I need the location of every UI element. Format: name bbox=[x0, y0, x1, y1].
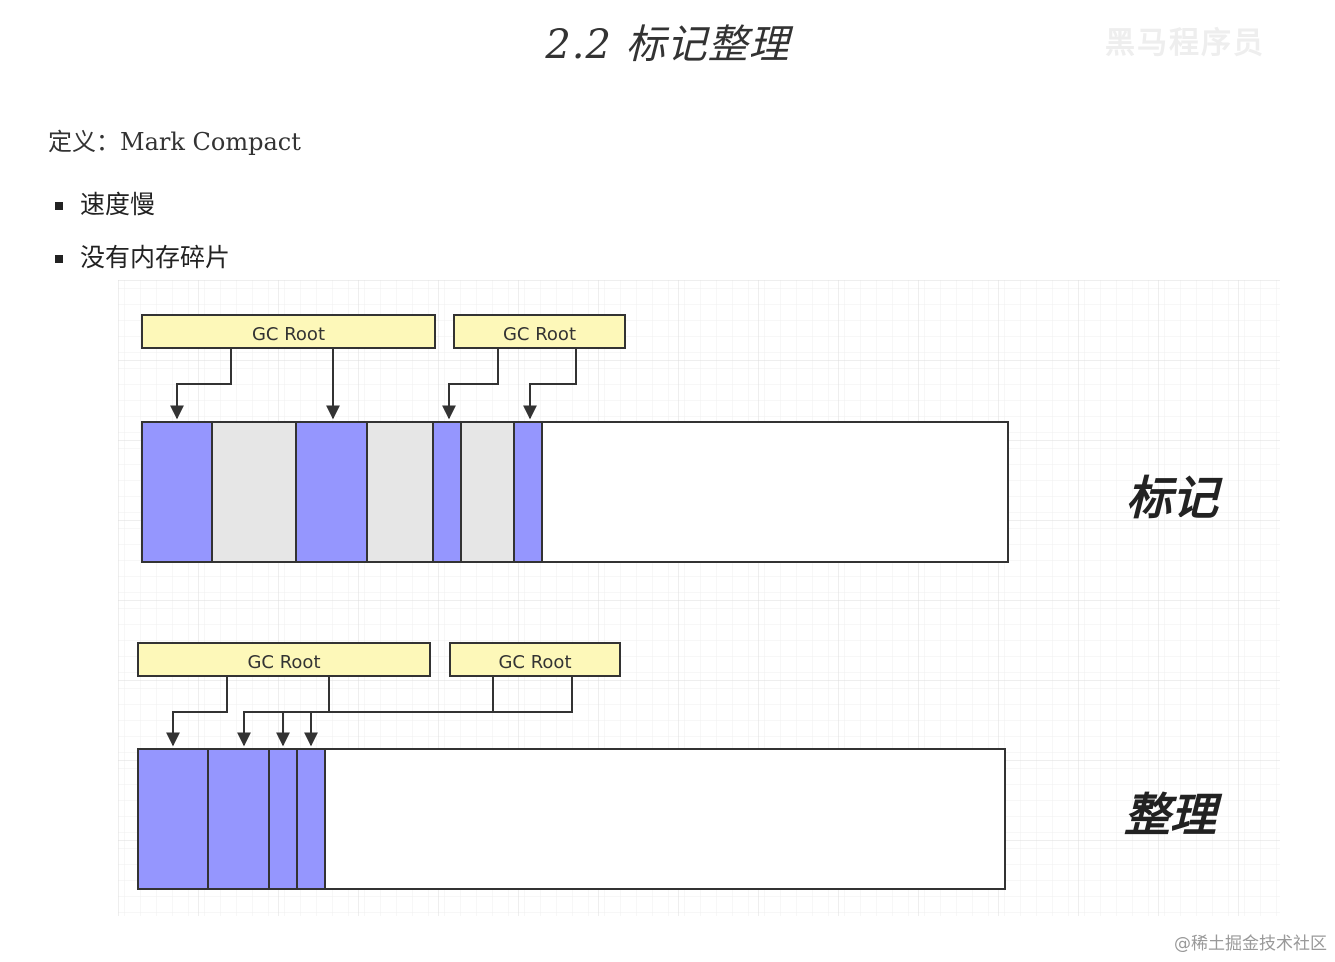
memory-cell-garbage bbox=[366, 421, 434, 563]
memory-cell-live bbox=[432, 421, 462, 563]
watermark: 黑马程序员 bbox=[1105, 26, 1265, 61]
gc-root-label: GC Root bbox=[503, 324, 576, 345]
memory-cell-free bbox=[541, 421, 1009, 563]
memory-cell-free bbox=[324, 748, 1006, 890]
definition-text: 定义：Mark Compact bbox=[48, 128, 301, 156]
bullet-text: 没有内存碎片 bbox=[80, 243, 231, 272]
bullet-icon bbox=[55, 255, 63, 263]
memory-cell-live bbox=[296, 748, 326, 890]
reference-arrow bbox=[442, 348, 499, 420]
reference-arrow bbox=[170, 348, 232, 420]
bullet-text: 速度慢 bbox=[80, 190, 156, 219]
memory-cell-live bbox=[513, 421, 543, 563]
gc-root-box bbox=[141, 314, 436, 349]
bullet-icon bbox=[55, 202, 63, 210]
memory-cell-live bbox=[295, 421, 368, 563]
gc-root-label: GC Root bbox=[247, 652, 320, 673]
gc-root-label: GC Root bbox=[498, 652, 571, 673]
memory-cell-live bbox=[137, 748, 209, 890]
memory-cell-live bbox=[207, 748, 270, 890]
reference-arrow bbox=[304, 676, 573, 747]
gc-root-label: GC Root bbox=[252, 324, 325, 345]
gc-root-box bbox=[453, 314, 626, 349]
footer-watermark: @稀土掘金技术社区 bbox=[1174, 934, 1327, 954]
mark-diagram: GC Root GC Root 标记 bbox=[141, 314, 1223, 563]
gc-root-box bbox=[137, 642, 431, 677]
memory-cell-live bbox=[141, 421, 213, 563]
reference-arrow bbox=[523, 348, 577, 420]
page-title: 2.2 标记整理 bbox=[545, 22, 790, 68]
memory-cell-live bbox=[268, 748, 298, 890]
phase-label: 整理 bbox=[1124, 788, 1223, 842]
memory-cell-garbage bbox=[460, 421, 515, 563]
memory-cell-garbage bbox=[211, 421, 297, 563]
bullet-item: 没有内存碎片 bbox=[52, 238, 230, 291]
memory-cells bbox=[137, 748, 1006, 890]
bullet-item: 速度慢 bbox=[52, 185, 230, 238]
reference-arrow bbox=[166, 676, 228, 747]
bullet-list: 速度慢 没有内存碎片 bbox=[52, 185, 230, 291]
compact-diagram: GC Root GC Root 整理 bbox=[137, 642, 1223, 890]
memory-cells bbox=[141, 421, 1009, 563]
phase-label: 标记 bbox=[1126, 471, 1223, 525]
gc-root-box bbox=[449, 642, 621, 677]
